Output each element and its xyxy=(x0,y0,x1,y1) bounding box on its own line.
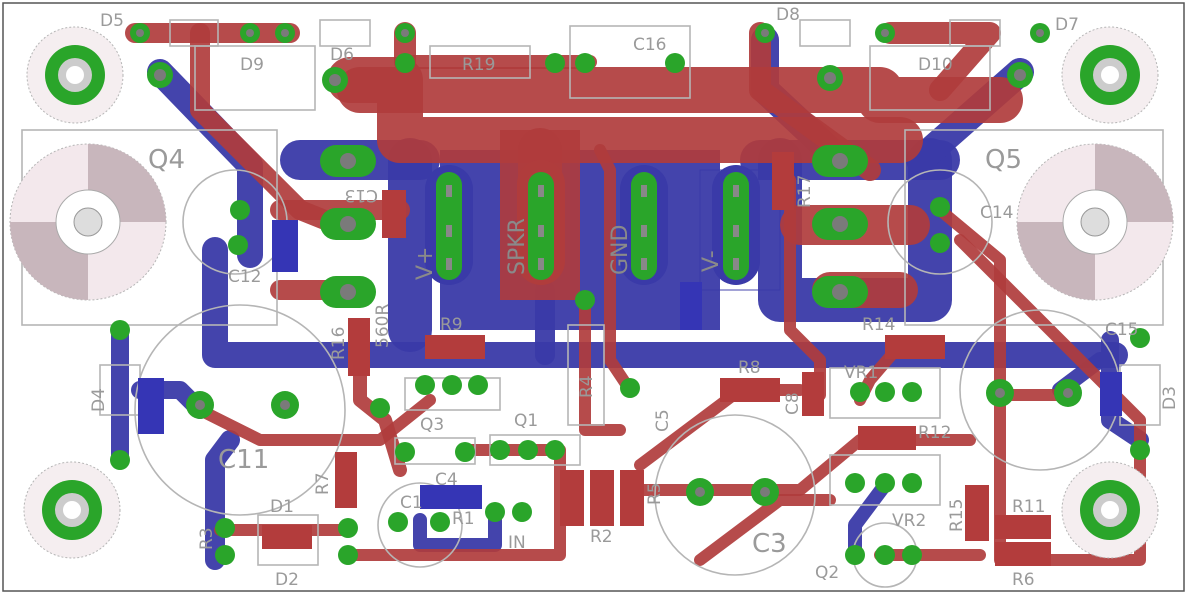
c3-outline xyxy=(654,414,816,576)
c15-label: C15 xyxy=(1105,320,1139,340)
vplus-label: V+ xyxy=(413,247,438,280)
q4-label: Q4 xyxy=(148,145,185,175)
q3-label: Q3 xyxy=(420,415,444,435)
component-outlines xyxy=(99,19,1161,566)
c8-label: C8 xyxy=(783,392,803,415)
d9-label: D9 xyxy=(240,55,264,75)
q2-label: Q2 xyxy=(815,563,839,583)
d5-label: D5 xyxy=(100,11,124,31)
c13-label: C13 xyxy=(344,185,378,205)
through-hole-pads xyxy=(110,23,1150,565)
c11-outline xyxy=(134,304,346,516)
r6-label: R6 xyxy=(1012,570,1035,590)
c14-label: C14 xyxy=(980,203,1014,223)
mounting-hole-bottom-right xyxy=(1061,461,1159,559)
c1-label: C1 xyxy=(400,493,423,513)
q4-transistor xyxy=(9,129,288,326)
r16-value: 560R xyxy=(373,304,393,348)
r12-label: R12 xyxy=(918,423,951,443)
r19-label: R19 xyxy=(462,55,495,75)
r9-label: R9 xyxy=(440,315,463,335)
r8-label: R8 xyxy=(738,358,761,378)
in-label: IN xyxy=(508,533,526,553)
mounting-hole-bottom-left xyxy=(23,461,121,559)
d3-label: D3 xyxy=(1160,386,1180,410)
d1-label: D1 xyxy=(270,497,294,517)
c16-label: C16 xyxy=(633,35,667,55)
q5-label: Q5 xyxy=(985,145,1022,175)
r4-label: R4 xyxy=(577,375,597,398)
r11-label: R11 xyxy=(1012,497,1045,517)
silkscreen-labels: D5 D6 D9 R19 C16 D8 D7 D10 Q4 Q5 C13 C14… xyxy=(89,5,1180,590)
c11-label: C11 xyxy=(218,445,269,475)
r17-label: R17 xyxy=(795,175,815,208)
c3-label: C3 xyxy=(752,529,787,559)
c5-label: C5 xyxy=(653,409,673,432)
c12-label: C12 xyxy=(228,267,262,287)
r5-label: R5 xyxy=(645,482,665,505)
mounting-holes xyxy=(23,26,1159,559)
r2-label: R2 xyxy=(590,527,613,547)
gnd-label: GND xyxy=(608,225,633,275)
mounting-hole-top-right xyxy=(1061,26,1159,124)
d8-label: D8 xyxy=(776,5,800,25)
c1-outline xyxy=(377,482,463,568)
d6-label: D6 xyxy=(330,45,354,65)
q1-label: Q1 xyxy=(514,411,538,431)
r1-label: R1 xyxy=(452,509,475,529)
mounting-hole-top-left xyxy=(26,26,124,124)
d4-label: D4 xyxy=(89,388,109,412)
r14-label: R14 xyxy=(862,315,895,335)
d2-label: D2 xyxy=(275,570,299,590)
r16-label: R16 xyxy=(329,327,349,360)
smd-pads xyxy=(138,152,1122,566)
d7-label: D7 xyxy=(1055,15,1079,35)
c4-label: C4 xyxy=(435,470,458,490)
vminus-label: V- xyxy=(699,250,724,272)
spkr-label: SPKR xyxy=(505,218,530,275)
r3-label: R3 xyxy=(197,527,217,550)
r15-label: R15 xyxy=(947,499,967,532)
q5-transistor xyxy=(887,129,1174,326)
r7-label: R7 xyxy=(313,472,333,495)
d10-label: D10 xyxy=(918,55,953,75)
output-connectors: V+ SPKR GND V- xyxy=(413,160,760,285)
vr1-label: VR1 xyxy=(844,363,878,383)
vr2-label: VR2 xyxy=(892,511,926,531)
